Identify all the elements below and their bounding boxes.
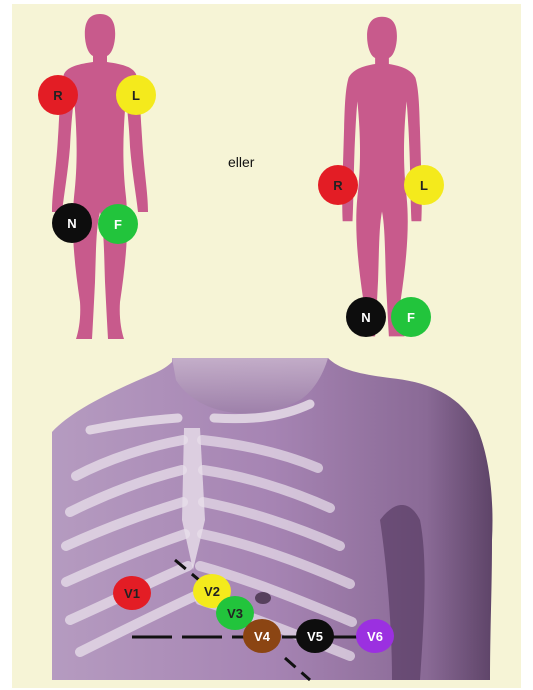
electrode-v5: V5 bbox=[296, 619, 334, 653]
electrode-label: V2 bbox=[204, 584, 220, 599]
electrode-label: V3 bbox=[227, 606, 243, 621]
electrode-v1: V1 bbox=[113, 576, 151, 610]
electrode-label: V6 bbox=[367, 629, 383, 644]
electrode-label: V4 bbox=[254, 629, 270, 644]
electrode-label: V5 bbox=[307, 629, 323, 644]
electrode-v4: V4 bbox=[243, 619, 281, 653]
electrode-v6: V6 bbox=[356, 619, 394, 653]
electrode-label: V1 bbox=[124, 586, 140, 601]
